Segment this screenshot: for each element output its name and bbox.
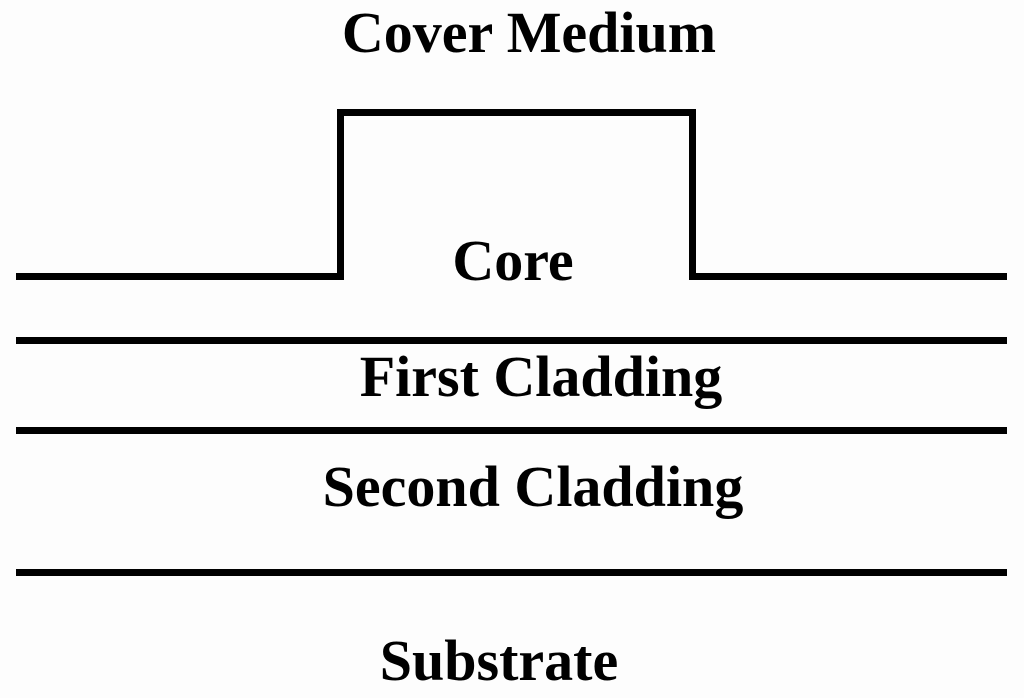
cladding-substrate-boundary-line — [16, 569, 1007, 576]
label-substrate: Substrate — [379, 628, 619, 693]
core-rib-outline — [337, 109, 696, 280]
core-top-boundary-line-right — [689, 273, 1007, 280]
core-top-boundary-line-left — [16, 273, 344, 280]
label-first-cladding: First Cladding — [359, 344, 723, 409]
label-cover-medium: Cover Medium — [341, 0, 717, 65]
label-second-cladding: Second Cladding — [322, 454, 744, 519]
label-core: Core — [452, 228, 574, 293]
first-second-cladding-boundary-line — [16, 427, 1007, 434]
core-first-cladding-boundary-line — [16, 337, 1007, 344]
